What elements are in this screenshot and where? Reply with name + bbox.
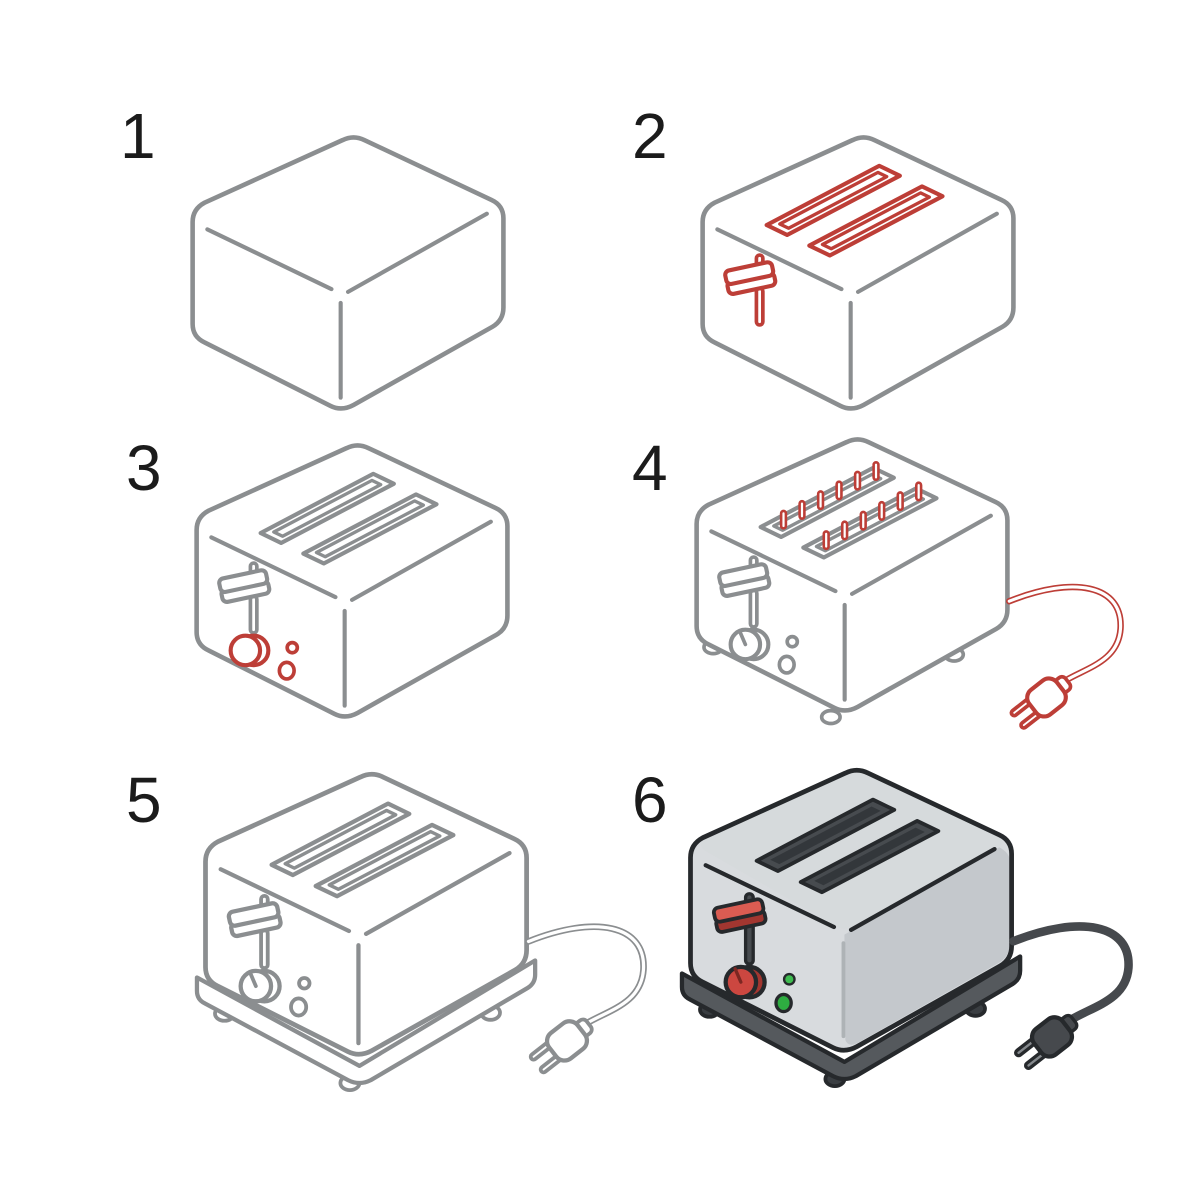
browning-knob [231,636,269,665]
step-6-drawing [679,767,1133,1089]
step-3-drawing [169,427,684,804]
toaster-body [193,137,504,408]
step-number-1: 1 [120,100,156,172]
base-plate [679,954,1023,1082]
power-cord [526,927,643,1078]
step-number-3: 3 [126,432,162,504]
buttons [774,972,796,1014]
browning-knob [731,630,769,659]
toaster-body [688,767,1014,1053]
step-4-drawing [669,421,1184,798]
browning-knob [723,964,767,1000]
power-cord [1007,587,1120,733]
step-number-4: 4 [632,432,668,504]
step-5-drawing [177,755,709,1093]
step-number-2: 2 [632,100,668,172]
step-number-6: 6 [632,764,668,836]
power-plug [1014,1013,1079,1071]
bread-slots [754,797,941,895]
browning-knob [241,971,280,1001]
step-number-5: 5 [126,764,162,836]
lever [711,892,768,966]
